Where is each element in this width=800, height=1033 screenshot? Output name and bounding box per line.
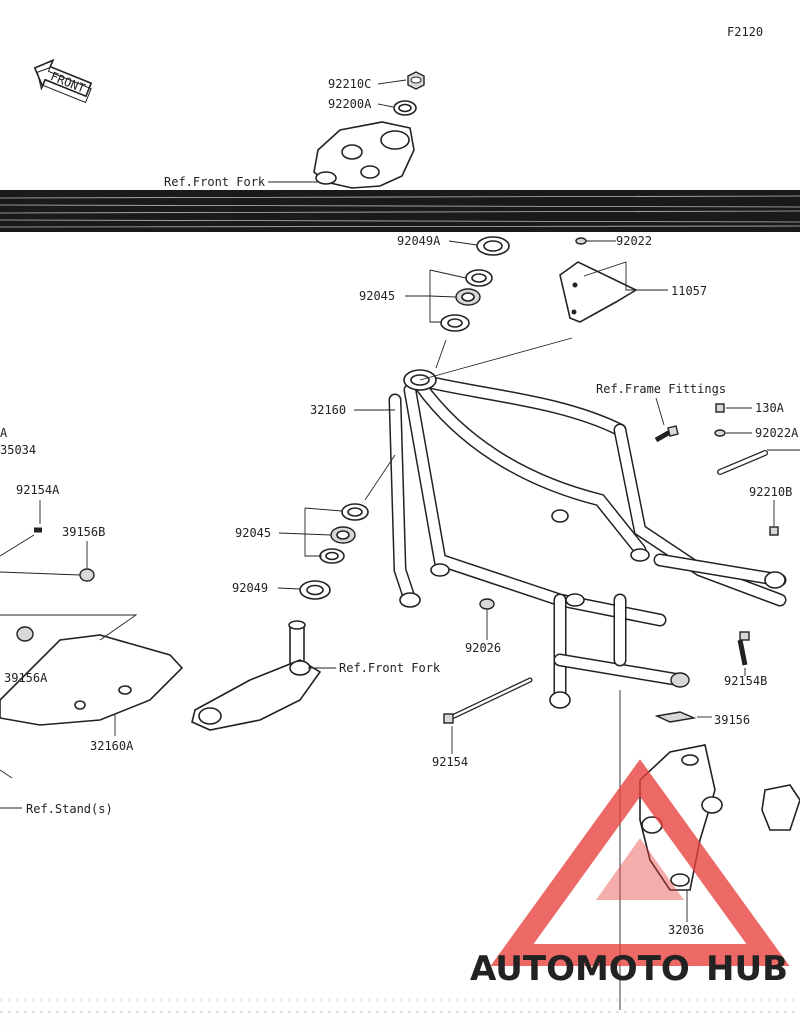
- callout-32036: 32036: [668, 923, 704, 937]
- callout-130A: 130A: [755, 401, 785, 415]
- washer-92022: [575, 237, 587, 245]
- bottom-scan-noise: [0, 999, 800, 1025]
- callout-92200A: 92200A: [328, 97, 372, 111]
- callout-92154B: 92154B: [724, 674, 767, 688]
- scan-artifact-band: [0, 190, 800, 232]
- callout-92045-mid: 92045: [235, 526, 271, 540]
- sub-frame-32160A: [0, 626, 184, 726]
- cap-39156B: [79, 568, 95, 582]
- callout-92154A: 92154A: [16, 483, 60, 497]
- link-rod: [717, 450, 768, 475]
- callout-92049: 92049: [232, 581, 268, 595]
- callout-92049A: 92049A: [397, 234, 441, 248]
- automotohub-logo: [490, 759, 790, 966]
- callout-11057: 11057: [671, 284, 707, 298]
- bearing-seal-92049A: [476, 236, 510, 256]
- callout-ref-front-fork-mid: Ref.Front Fork: [339, 661, 441, 675]
- bolt-130A: [715, 403, 725, 413]
- watermark-part2: HUB: [706, 949, 788, 989]
- callout-39156B: 39156B: [62, 525, 105, 539]
- bracket-11057: [559, 261, 638, 323]
- seal-92049: [299, 580, 331, 600]
- upper-triple-clamp: [313, 121, 415, 189]
- watermark-part1: AUTOMOTO: [470, 949, 690, 989]
- callout-ref-frame-fittings: Ref.Frame Fittings: [596, 382, 726, 396]
- bearing-upper-set: [440, 269, 493, 332]
- bolt-92154: [443, 677, 533, 724]
- callout-92210C: 92210C: [328, 77, 371, 91]
- callout-32160A: 32160A: [90, 739, 134, 753]
- bearing-lower-set: [319, 503, 369, 564]
- callout-92210B: 92210B: [749, 485, 792, 499]
- plate-39156: [654, 711, 697, 723]
- main-frame-32160: [388, 369, 787, 709]
- bolt-92154B: [737, 631, 750, 666]
- diagram-code: F2120: [727, 25, 763, 39]
- callout-92022: 92022: [616, 234, 652, 248]
- callout-92045-top: 92045: [359, 289, 395, 303]
- bolt-frame-fitting: [654, 425, 679, 443]
- callout-39156A: 39156A: [4, 671, 48, 685]
- callout-92026: 92026: [465, 641, 501, 655]
- callout-32160: 32160: [310, 403, 346, 417]
- washer-92022A: [714, 429, 726, 437]
- callout-ref-front-fork-top: Ref.Front Fork: [164, 175, 266, 189]
- washer-92026: [479, 598, 495, 610]
- callout-92154: 92154: [432, 755, 468, 769]
- nut-92210B: [769, 526, 779, 536]
- callout-A-fragment: A: [0, 426, 8, 440]
- steering-stem-nut: [407, 71, 425, 90]
- automotohub-wordmark: AUTOMOTO HUB: [470, 949, 788, 989]
- washer-top: [393, 100, 417, 116]
- callout-92022A: 92022A: [755, 426, 799, 440]
- callout-39156: 39156: [714, 713, 750, 727]
- callout-35034-fragment: 35034: [0, 443, 36, 457]
- steering-stem-lower-clamp: [191, 620, 322, 731]
- callout-ref-stands: Ref.Stand(s): [26, 802, 113, 816]
- front-arrow-icon: FRONT: [33, 58, 93, 104]
